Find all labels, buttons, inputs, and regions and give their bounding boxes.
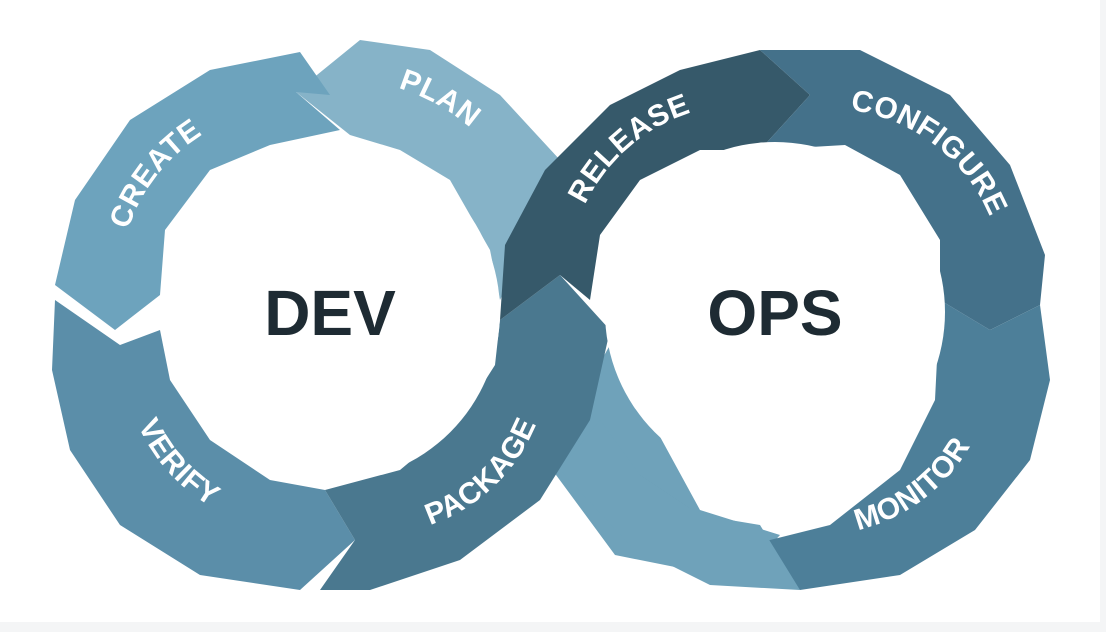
ops-label: OPS <box>707 277 842 349</box>
verify-segment <box>52 300 355 590</box>
dev-inner-circle <box>160 142 500 482</box>
create-segment <box>55 52 340 330</box>
release-segment <box>500 50 810 320</box>
right-border-strip <box>1100 0 1106 622</box>
ops-inner-circle <box>605 142 945 482</box>
dev-label: DEV <box>264 277 396 349</box>
monitor-segment <box>750 300 1050 590</box>
configure-segment <box>760 50 1045 330</box>
bottom-border-strip <box>0 622 1106 632</box>
crossover-lower-segment <box>560 420 800 590</box>
package-segment <box>320 275 610 590</box>
plan-segment <box>296 40 560 300</box>
